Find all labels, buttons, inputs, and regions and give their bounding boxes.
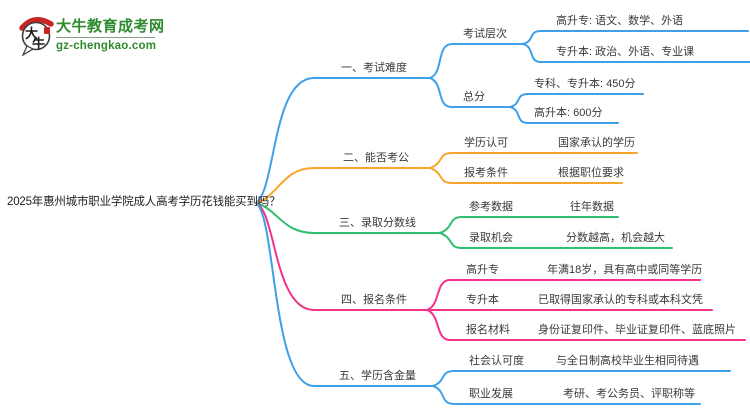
logo-divider (56, 37, 155, 38)
branch-2-child-2-label: 报考条件 (464, 167, 508, 179)
branch-5-child-2-leaf-1: 考研、考公务员、评职称等 (563, 388, 695, 400)
branch-4-child-3-label: 报名材料 (466, 324, 510, 336)
branch-3-child-2-leaf-1: 分数越高，机会越大 (566, 232, 665, 244)
branch-4-child-2-leaf-1: 已取得国家承认的专科或本科文凭 (538, 294, 703, 306)
branch-1-label: 一、考试难度 (341, 62, 407, 74)
branch-5-child-1-leaf-1: 与全日制高校毕业生相同待遇 (556, 355, 699, 367)
branch-4-child-3-leaf-1: 身份证复印件、毕业证复印件、蓝底照片 (538, 324, 736, 336)
branch-1-child-1-leaf-1: 高升专: 语文、数学、外语 (556, 15, 684, 27)
branch-4-connectors (255, 202, 746, 341)
branch-1-connectors (255, 30, 750, 204)
branch-2-child-1-label: 学历认可 (464, 137, 508, 149)
bull-logo-icon: 大 牛 (19, 17, 54, 57)
branch-1-child-2-label: 总分 (463, 91, 485, 103)
site-domain: gz-chengkao.com (56, 40, 157, 52)
root-topic: 2025年惠州城市职业学院成人高考学历花钱能买到吗？ (7, 196, 281, 208)
branch-4-child-1-leaf-1: 年满18岁，具有高中或同等学历 (547, 264, 703, 276)
branch-4-label: 四、报名条件 (341, 294, 407, 306)
branch-5-label: 五、学历含金量 (339, 370, 416, 382)
logo-char-2: 牛 (32, 36, 45, 52)
branch-1-child-1-label: 考试层次 (463, 28, 507, 40)
branch-3-label: 三、录取分数线 (339, 217, 416, 229)
branch-3-connectors (255, 202, 673, 249)
branch-2-connectors (255, 152, 638, 204)
branch-1-child-1-leaf-2: 专升本: 政治、外语、专业课 (556, 46, 695, 58)
branch-1-child-2-leaf-2: 高升本: 600分 (534, 107, 603, 119)
logo-char-1: 大 (25, 26, 38, 42)
branch-5-child-1-label: 社会认可度 (469, 355, 524, 367)
branch-5-connectors (255, 202, 731, 405)
branch-2-child-1-leaf-1: 国家承认的学历 (558, 137, 635, 149)
branch-3-child-2-label: 录取机会 (469, 232, 513, 244)
branch-5-child-2-label: 职业发展 (469, 388, 513, 400)
branch-2-label: 二、能否考公 (343, 152, 409, 164)
site-name: 大牛教育成考网 (56, 18, 165, 35)
branch-3-child-1-label: 参考数据 (469, 201, 513, 213)
site-logo[interactable]: 大 牛 大牛教育成考网 gz-chengkao.com (14, 10, 164, 60)
branch-4-child-2-label: 专升本 (466, 294, 499, 306)
branch-2-child-2-leaf-1: 根据职位要求 (558, 167, 624, 179)
branch-3-child-1-leaf-1: 往年数据 (570, 201, 614, 213)
branch-1-child-2-leaf-1: 专科、专升本: 450分 (534, 78, 636, 90)
branch-4-child-1-label: 高升专 (466, 264, 499, 276)
